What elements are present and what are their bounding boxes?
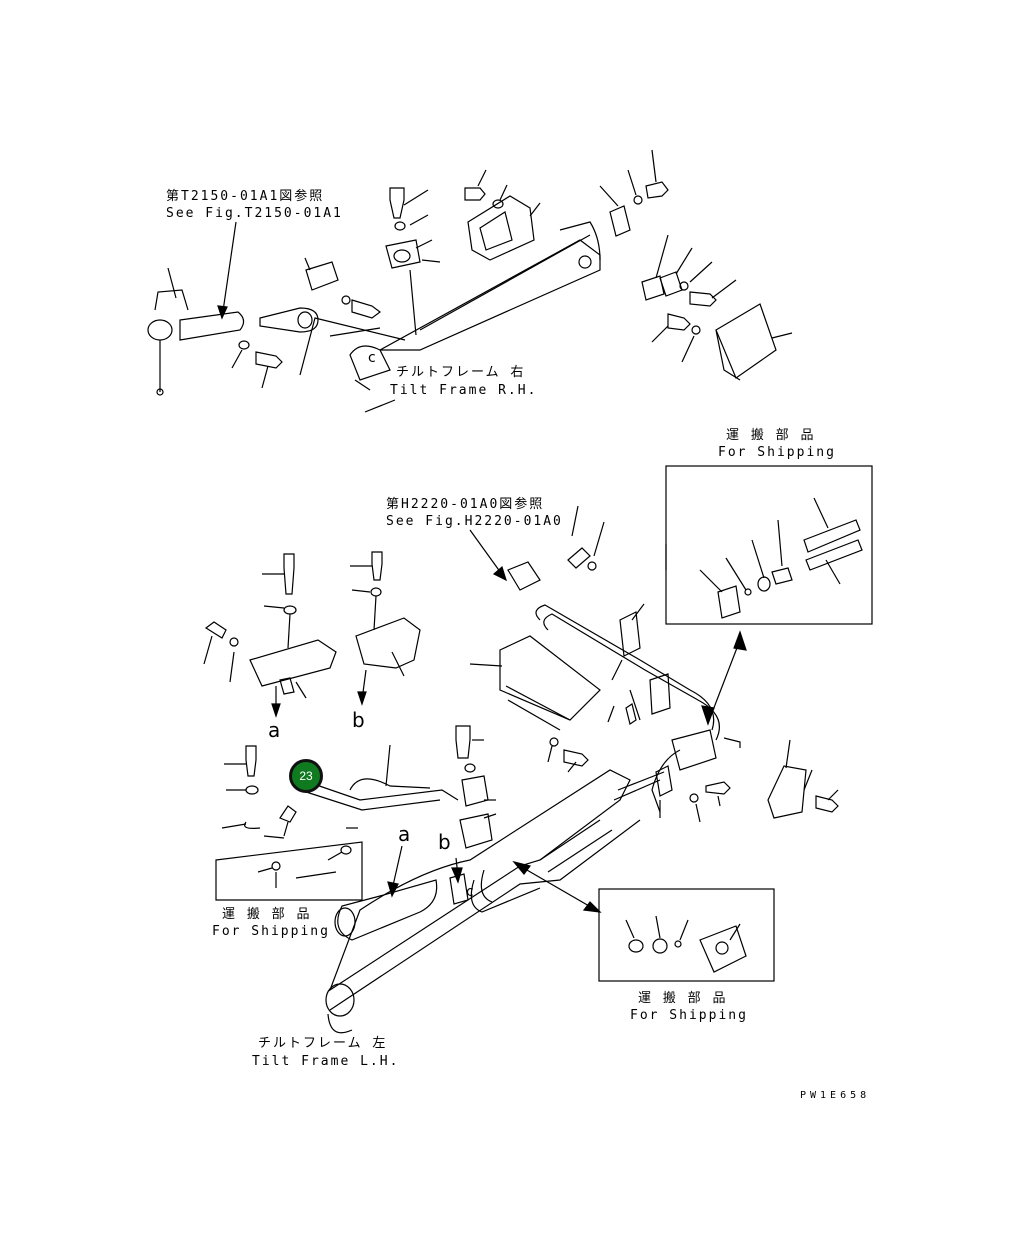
tilt-frame-rh-jp: チルトフレーム 右 <box>396 365 526 380</box>
shipping-label-jp-1: 運 搬 部 品 <box>726 428 816 443</box>
reference-top-en: See Fig.T2150-01A1 <box>166 206 343 221</box>
reference-mid-jp: 第H2220-01A0図参照 <box>386 497 545 512</box>
top-assembly <box>147 149 793 413</box>
tilt-frame-rh-en: Tilt Frame R.H. <box>390 383 538 398</box>
tilt-frame-lh <box>325 769 775 1034</box>
tilt-frame-lh-jp: チルトフレーム 左 <box>258 1036 388 1051</box>
shipping-label-jp-2: 運 搬 部 品 <box>222 907 312 922</box>
view-letter-a-2: a <box>398 822 411 846</box>
shipping-label-jp-3: 運 搬 部 品 <box>638 991 728 1006</box>
reference-mid-en: See Fig.H2220-01A0 <box>386 514 563 529</box>
view-letter-b-2: b <box>438 830 451 854</box>
callout-23[interactable]: 23 <box>289 759 323 793</box>
reference-top-jp: 第T2150-01A1図参照 <box>166 189 325 204</box>
view-letter-b-1: b <box>352 708 365 732</box>
left-parts <box>203 551 497 901</box>
callout-23-number: 23 <box>299 769 313 783</box>
view-letter-c-2: c <box>466 884 474 900</box>
shipping-label-en-3: For Shipping <box>630 1008 748 1023</box>
drawing-code: PW1E658 <box>800 1090 871 1101</box>
view-letter-a-1: a <box>268 718 281 742</box>
shipping-label-en-1: For Shipping <box>718 445 836 460</box>
tilt-frame-lh-en: Tilt Frame L.H. <box>252 1054 400 1069</box>
view-letter-c-1: c <box>368 350 376 366</box>
shipping-label-en-2: For Shipping <box>212 924 330 939</box>
hose-assembly <box>469 465 873 823</box>
